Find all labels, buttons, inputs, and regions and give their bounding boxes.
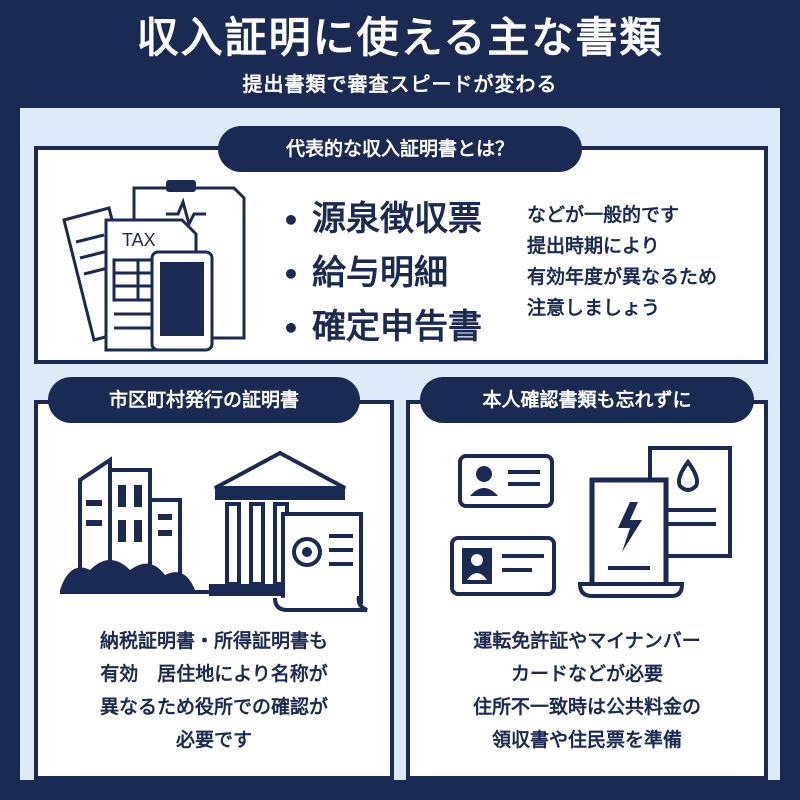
document-name: 源泉徴収票 <box>312 199 482 239</box>
government-building-icon <box>209 450 368 612</box>
text-line: 必要です <box>175 729 252 751</box>
income-document-list: • 源泉徴収票 • 給与明細 • 確定申告書 <box>282 192 512 354</box>
text-line: 納税証明書・所得証明書も <box>99 630 328 652</box>
text-line: 運転免許証やマイナンバー <box>473 630 701 652</box>
text-line: 有効 居住地により名称が <box>100 663 328 685</box>
document-name: 給与明細 <box>312 253 448 293</box>
page-subtitle: 提出書類で審査スピードが変わる <box>242 72 558 96</box>
id-cards-icon <box>450 454 556 596</box>
note-line: 注意しましょう <box>527 297 661 319</box>
text-line: 住所不一致時は公共料金の <box>472 696 701 718</box>
list-item: • 給与明細 <box>282 246 512 300</box>
bullet-icon: • <box>282 258 300 291</box>
list-item: • 源泉徴収票 <box>282 192 512 246</box>
identity-document-text: 運転免許証やマイナンバー カードなどが必要 住所不一致時は公共料金の 領収書や住… <box>410 625 764 757</box>
note-line: などが一般的です <box>527 204 680 226</box>
note-line: 有効年度が異なるため <box>527 266 718 288</box>
income-proof-note: などが一般的です 提出時期により 有効年度が異なるため 注意しましょう <box>527 200 767 324</box>
identity-document-heading: 本人確認書類も忘れずに <box>420 377 754 423</box>
note-line: 提出時期により <box>527 235 660 257</box>
text-line: 領収書や住民票を準備 <box>491 729 682 751</box>
bullet-icon: • <box>282 312 300 345</box>
document-name: 確定申告書 <box>312 307 482 347</box>
utility-bill-icon <box>577 446 732 598</box>
list-item: • 確定申告書 <box>282 300 512 354</box>
municipal-certificate-heading: 市区町村発行の証明書 <box>48 377 360 423</box>
tax-label: TAX <box>122 230 156 250</box>
page-title: 収入証明に使える主な書類 <box>136 13 664 62</box>
tax-documents-icon: TAX <box>62 180 246 352</box>
text-line: カードなどが必要 <box>510 663 663 685</box>
city-buildings-icon <box>60 456 210 594</box>
text-line: 異なるため役所での確認が <box>99 696 328 718</box>
municipal-certificate-text: 納税証明書・所得証明書も 有効 居住地により名称が 異なるため役所での確認が 必… <box>40 625 388 757</box>
income-proof-heading: 代表的な収入証明書とは？ <box>218 126 582 172</box>
bullet-icon: • <box>282 204 300 237</box>
